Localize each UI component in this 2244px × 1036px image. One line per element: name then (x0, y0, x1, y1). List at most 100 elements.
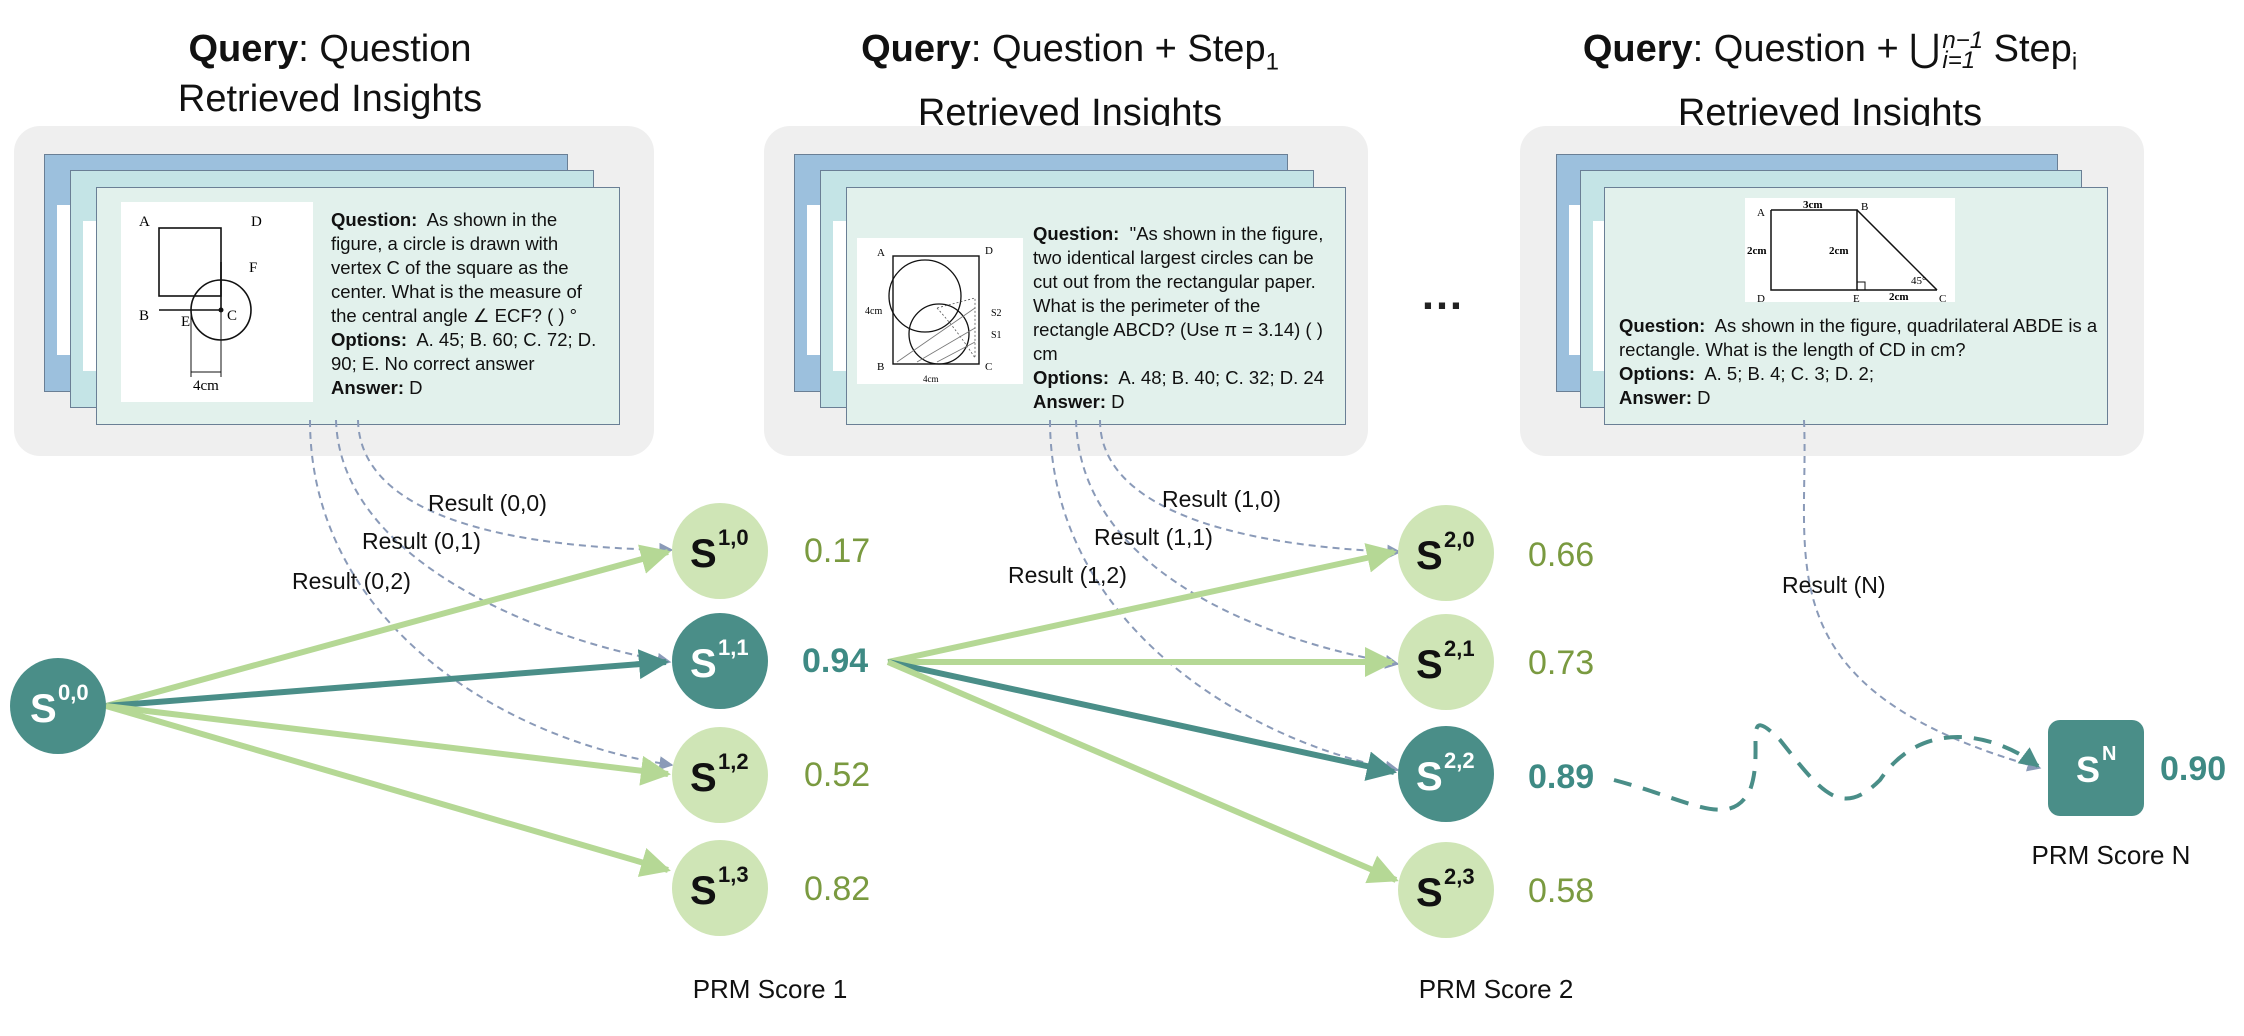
answer-label: Answer: (1033, 391, 1106, 412)
fig-label: 4cm (193, 378, 219, 394)
node-sup: 0,0 (58, 680, 89, 705)
card-tab (83, 221, 97, 371)
edge-root-s10 (105, 544, 671, 709)
fig-label: B (1861, 201, 1868, 213)
node-sup: 1,0 (718, 525, 749, 550)
question-label: Question: (331, 209, 418, 230)
edge-s11-s23 (886, 659, 1399, 884)
answer-label: Answer: (1619, 387, 1692, 408)
node-base: S (1416, 643, 1443, 687)
fig-label: 2cm (1747, 245, 1767, 257)
options-label: Options: (331, 329, 408, 350)
union-superscript: n−1 (1942, 26, 1984, 54)
fig-label: C (1939, 293, 1946, 302)
retrieval-line (1802, 419, 2042, 772)
node-sup: N (2102, 743, 2116, 765)
fig-label: D (985, 245, 993, 257)
node-base: S (690, 756, 717, 800)
node-s11: S 1,1 (672, 613, 768, 709)
node-s22: S 2,2 (1398, 726, 1494, 822)
edge-root-s12 (105, 703, 671, 786)
question-text: As shown in the figure, quadrilateral AB… (1619, 315, 2098, 360)
query-subscript: 1 (1265, 48, 1279, 76)
prm-score: 0.73 (1528, 644, 1595, 682)
answer-text: D (409, 377, 423, 398)
question-figure: A 3cm B 2cm 2cm 45° D E 2cm C (1745, 198, 1955, 305)
node-base: S (690, 869, 717, 913)
fig-label: A (1757, 207, 1765, 219)
query-tail: Step (1983, 28, 2072, 70)
answer-text: D (1697, 387, 1711, 408)
edge-s11-s20 (887, 543, 1397, 665)
prm-score-label: PRM Score 1 (692, 974, 848, 1004)
node-base: S (2076, 749, 2100, 790)
square-circle-figure: A D F B E C 4cm (139, 214, 262, 394)
insight-card-front: A D 4cm S2 S1 B C 4cm Question: "As show… (846, 187, 1346, 425)
question-text: As shown in the figure, a circle is draw… (331, 209, 582, 326)
fig-label: 3cm (1803, 199, 1823, 211)
question-text: "As shown in the figure, two identical l… (1033, 223, 1324, 364)
node-sup: 2,2 (1444, 748, 1475, 773)
prm-score: 0.58 (1528, 872, 1595, 910)
fig-label: 2cm (1889, 291, 1909, 302)
result-label: Result (N) (1782, 572, 1886, 598)
retrieval-line (1049, 419, 1400, 775)
result-label: Result (1,2) (1008, 562, 1127, 588)
query-text: : Question + Step (970, 28, 1266, 70)
trapezoid-figure: A 3cm B 2cm 2cm 45° D E 2cm C (1747, 199, 1946, 305)
node-base: S (1416, 871, 1443, 915)
continuation-wave (1613, 723, 2040, 812)
question-figure: A D 4cm S2 S1 B C 4cm (857, 238, 1023, 384)
edge-root-s13 (105, 703, 671, 877)
node-s10: 1,0 S 1,0 (672, 503, 768, 599)
query-text: : Question + ⋃ (1692, 28, 1941, 70)
options-text: A. 45; B. 60; C. 72; D. 90; E. No correc… (331, 329, 597, 374)
fig-label: S2 (991, 308, 1002, 319)
node-s12: S 1,2 (672, 727, 768, 823)
fig-label: D (251, 214, 262, 230)
node-s23: S 2,3 (1398, 842, 1494, 938)
result-label: Result (0,0) (428, 490, 547, 516)
card-tab (1569, 205, 1583, 355)
fig-label: A (139, 214, 150, 230)
column-1-header: Query: Question Retrieved Insights (60, 24, 600, 124)
question-figure: A D F B E C 4cm (121, 202, 313, 402)
fig-label: E (181, 314, 190, 330)
fig-label: B (139, 308, 149, 324)
question-label: Question: (1033, 223, 1120, 244)
result-label: Result (1,1) (1094, 524, 1213, 550)
prm-score: 0.17 (804, 532, 871, 570)
fig-label: D (1757, 293, 1765, 302)
fig-label: F (249, 260, 257, 276)
question-label: Question: (1619, 315, 1706, 336)
node-base: S (30, 687, 57, 731)
node-base: S (1416, 534, 1443, 578)
node-s20: S 2,0 (1398, 505, 1494, 601)
prm-score: 0.66 (1528, 536, 1595, 574)
options-label: Options: (1619, 363, 1696, 384)
circles-rectangle-figure: A D 4cm S2 S1 B C 4cm (865, 245, 1002, 384)
question-text-block: Question: "As shown in the figure, two i… (1033, 222, 1339, 414)
query-label: Query (188, 28, 299, 70)
ellipsis: … (1420, 270, 1466, 319)
node-sup: 1,1 (718, 635, 749, 660)
query-text: : Question (298, 28, 472, 70)
fig-label: C (227, 308, 237, 324)
answer-label: Answer: (331, 377, 404, 398)
question-text-block: Question: As shown in the figure, a circ… (331, 208, 609, 400)
insight-card-front: A D F B E C 4cm Question: As shown in th… (96, 187, 620, 425)
node-sup: 2,1 (1444, 636, 1475, 661)
fig-label: B (877, 361, 884, 373)
retrieved-insights-label: Retrieved Insights (177, 78, 483, 120)
card-tab (807, 205, 821, 355)
retrieval-line (1075, 419, 1400, 669)
prm-score: 0.52 (804, 756, 871, 794)
node-sup: 1,2 (718, 749, 749, 774)
fig-label: E (1853, 293, 1860, 302)
result-label: Result (1,0) (1162, 486, 1281, 512)
card-tab (57, 205, 71, 355)
fig-label: A (877, 247, 885, 259)
node-sn: S N (2048, 720, 2144, 816)
card-tab (833, 221, 847, 371)
